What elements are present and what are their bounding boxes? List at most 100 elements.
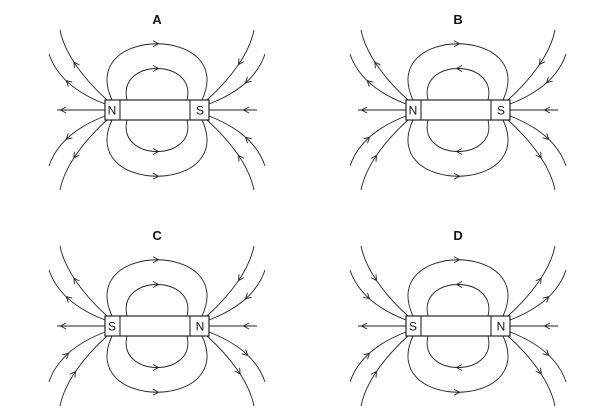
panel-label: A [152,12,162,27]
field-arrow [542,296,550,303]
field-loop-inner-top [426,284,490,317]
field-loop-outer-top [106,43,208,101]
panel-a: A N S [48,12,266,191]
field-loop-inner-bottom [426,119,490,152]
field-loop-outer-bottom [407,119,509,177]
field-lines [48,29,266,191]
field-arrow [234,367,241,375]
field-fan-lower-right [509,115,567,167]
field-arrow [545,76,553,84]
field-arrow [453,40,461,48]
field-arrow [73,61,80,69]
field-fan-upper-right [509,269,567,321]
field-fan-lower-right [507,119,556,191]
field-arrow [542,133,550,140]
field-loop-outer-bottom [106,335,208,393]
field-arrow [244,292,252,300]
field-arrow [455,65,463,72]
panel-label: D [453,228,462,243]
field-fan-lower-right [206,335,255,407]
right-pole-label: S [196,104,204,118]
field-loop-outer-top [407,259,509,317]
field-arrow [244,76,252,84]
field-arrow [370,370,378,378]
panel-b: B N S [349,12,567,191]
field-loop-inner-bottom [426,335,490,368]
field-fan-upper-left [48,53,106,105]
field-fan-upper-left [360,245,409,317]
field-fan-lower-left [59,335,108,407]
field-fan-upper-left [349,269,407,321]
bar-magnet [405,315,511,337]
field-arrow [73,277,80,285]
field-arrow [59,106,67,114]
field-arrow [538,58,546,66]
field-arrow [453,256,461,264]
field-fan-upper-right [507,29,556,101]
field-arrow [543,322,551,330]
field-loop-outer-top [407,43,509,101]
field-arrow [535,367,542,375]
field-fan-upper-left [59,245,108,317]
panel-label: B [453,12,462,27]
field-fan-upper-left [48,269,106,321]
field-arrow [241,349,249,356]
field-arrow [152,172,160,180]
field-fan-lower-left [48,331,106,383]
field-fan-upper-right [206,29,255,101]
field-arrow [244,136,252,144]
field-fan-lower-right [206,119,255,191]
field-loop-outer-bottom [407,335,509,393]
field-arrow [360,322,368,330]
field-fan-upper-right [206,245,255,317]
field-arrow [370,274,378,282]
field-arrow [535,151,542,159]
field-arrow [363,292,371,300]
field-fan-upper-left [360,29,409,101]
field-arrow [62,352,70,360]
field-fan-upper-right [509,53,567,105]
left-pole-label: S [108,320,116,334]
field-fan-upper-right [507,245,556,317]
field-loop-outer-top [106,259,208,317]
field-arrow [59,322,67,330]
field-fan-lower-left [349,331,407,383]
field-fan-lower-right [208,331,266,383]
field-fan-lower-left [349,115,407,167]
field-loop-inner-top [125,284,189,317]
panel-label: C [152,228,162,243]
field-arrow [535,277,542,285]
field-arrow [237,274,245,282]
field-loop-inner-bottom [125,119,189,152]
field-arrow [152,388,160,396]
field-arrow [152,65,160,72]
field-arrow [152,281,160,288]
field-arrow [363,352,371,360]
field-arrow [152,256,160,264]
field-arrow [152,364,160,371]
field-arrow [152,40,160,48]
bar-magnet [104,315,210,337]
right-pole-label: N [497,320,506,334]
field-arrow [366,80,374,87]
field-arrow [237,58,245,66]
field-loop-inner-top [125,68,189,101]
field-arrow [65,296,73,303]
field-arrow [370,154,378,162]
field-fan-upper-right [208,269,266,321]
field-arrow [453,388,461,396]
field-fan-lower-left [59,119,108,191]
field-arrow [543,106,551,114]
field-fan-lower-right [208,115,266,167]
field-arrow [453,172,461,180]
bar-magnet [104,99,210,121]
field-fan-upper-right [208,53,266,105]
field-arrow [152,148,160,155]
field-arrow [363,136,371,144]
right-pole-label: N [196,320,205,334]
left-pole-label: N [409,104,418,118]
field-arrow [69,370,77,378]
panel-c: C S N [48,228,266,407]
bar-magnet [405,99,511,121]
